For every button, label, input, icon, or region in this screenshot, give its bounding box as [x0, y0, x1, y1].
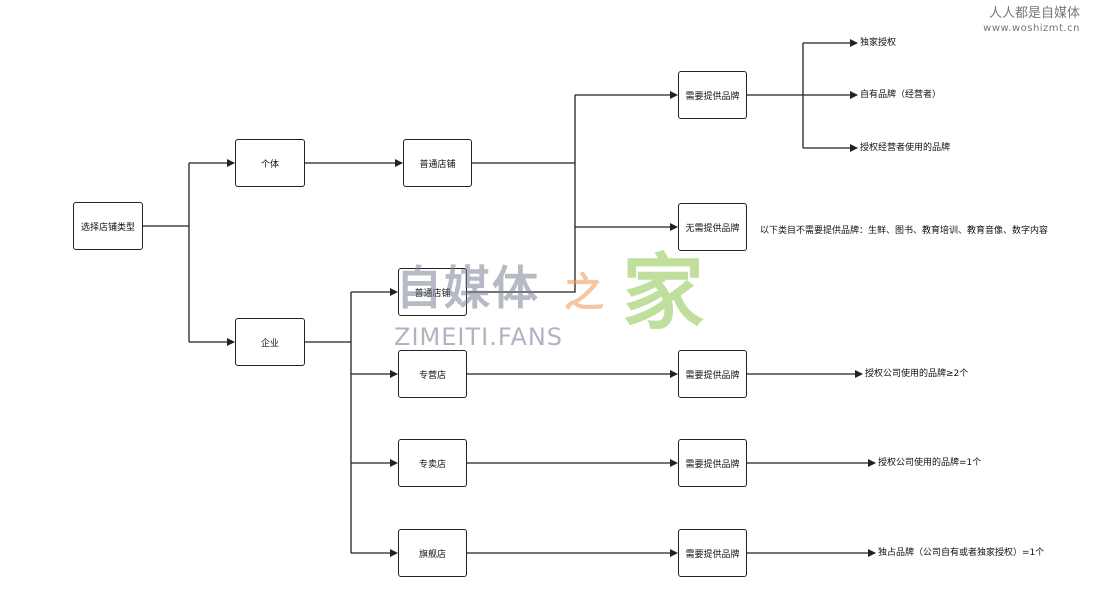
- leaf-franchise: 授权公司使用的品牌≥2个: [865, 369, 969, 379]
- connector-ordinary-2-join: [467, 227, 576, 293]
- connector-need-brand-1-branch: [747, 43, 804, 148]
- node-root: 选择店铺类型: [73, 202, 143, 250]
- connector-ordinary-branch: [472, 95, 576, 227]
- site-watermark: 人人都是自媒体 www.woshizmt.cn: [983, 6, 1080, 35]
- node-flagship-store: 旗舰店: [398, 529, 467, 577]
- leaf-exclusive: 授权公司使用的品牌=1个: [878, 458, 982, 468]
- node-need-brand-1: 需要提供品牌: [678, 71, 747, 119]
- node-no-brand: 无需提供品牌: [678, 203, 747, 251]
- node-enterprise: 企业: [235, 318, 305, 366]
- node-ordinary-store-2: 普通店铺: [398, 268, 467, 316]
- node-need-brand-4: 需要提供品牌: [678, 529, 747, 577]
- connector-root-branch: [143, 163, 190, 342]
- leaf-no-brand-categories: 以下类目不需要提供品牌：生鲜、图书、教育培训、教育音像、数字内容: [760, 226, 1049, 236]
- leaf-own-brand: 自有品牌（经营者）: [860, 90, 942, 100]
- node-individual: 个体: [235, 139, 305, 187]
- site-watermark-name: 人人都是自媒体: [988, 6, 1080, 21]
- leaf-authorized-use: 授权经营者使用的品牌: [860, 143, 951, 153]
- connector-enterprise-branch: [305, 292, 352, 553]
- leaf-exclusive-auth: 独家授权: [860, 38, 897, 48]
- node-ordinary-store-1: 普通店铺: [403, 139, 472, 187]
- leaf-flagship: 独占品牌（公司自有或者独家授权）=1个: [878, 548, 1045, 558]
- node-need-brand-3: 需要提供品牌: [678, 439, 747, 487]
- node-need-brand-2: 需要提供品牌: [678, 350, 747, 398]
- node-franchise-store: 专营店: [398, 350, 467, 398]
- site-watermark-url: www.woshizmt.cn: [983, 23, 1080, 34]
- node-exclusive-store: 专卖店: [398, 439, 467, 487]
